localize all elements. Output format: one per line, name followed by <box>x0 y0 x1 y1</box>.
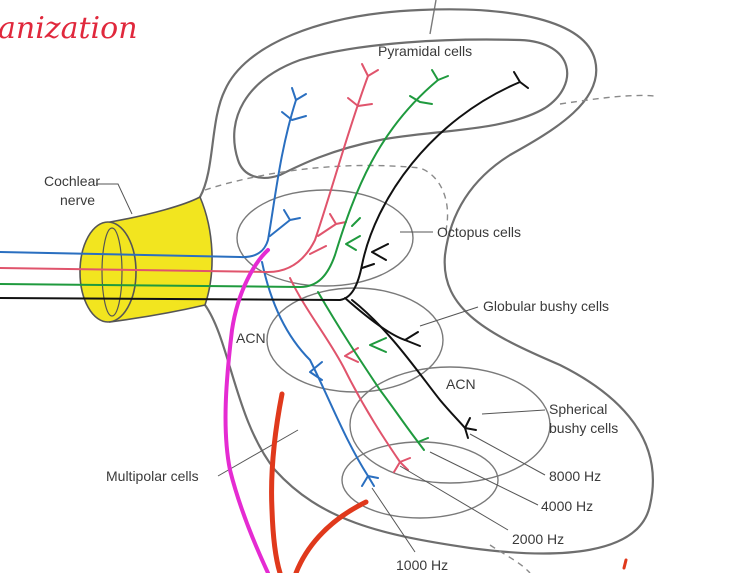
hz-1000-label: 1000 Hz <box>396 557 448 573</box>
acn-right-label: ACN <box>446 376 476 392</box>
fiber-2000hz <box>0 63 411 473</box>
multipolar-cells-label: Multipolar cells <box>106 468 199 484</box>
red-annotation-stroke-1 <box>269 391 285 573</box>
dcn-inner-outline <box>233 38 569 179</box>
acn-left-label: ACN <box>236 330 266 346</box>
handwritten-heading: anization <box>0 11 138 46</box>
cochlear-nerve-label-line2: nerve <box>60 192 95 208</box>
dashed-boundary-right <box>559 94 656 105</box>
fiber-1000hz <box>0 87 379 487</box>
hz-8000-leader <box>469 433 546 476</box>
spherical-region <box>349 366 551 484</box>
dashed-boundary-upper <box>204 164 449 231</box>
spherical-bushy-label-line1: Spherical <box>549 401 607 417</box>
hz-2000-label: 2000 Hz <box>512 531 564 547</box>
cochlear-nerve-leader <box>96 183 133 215</box>
globular-leader <box>419 306 479 327</box>
dashed-boundary-lower <box>489 544 531 573</box>
octopus-region <box>236 189 414 287</box>
hz-4000-label: 4000 Hz <box>541 498 593 514</box>
magenta-annotation-stroke <box>223 248 270 573</box>
fiber-4000hz <box>0 69 449 451</box>
spherical-leader <box>481 409 546 415</box>
hz-1000-leader <box>371 487 416 553</box>
globular-bushy-cells-label: Globular bushy cells <box>483 298 609 314</box>
top-tick-line <box>429 0 437 35</box>
spherical-bushy-label-line2: bushy cells <box>549 420 618 436</box>
cochlear-nerve-end <box>79 221 137 323</box>
nucleus-outline <box>199 8 655 555</box>
red-annotation-tick <box>622 558 628 570</box>
hz-2000-leader <box>399 465 509 531</box>
hz-4000-leader <box>429 451 539 506</box>
cochlear-nerve-label-line1: Cochlear <box>44 173 100 189</box>
octopus-cells-label: Octopus cells <box>437 224 521 240</box>
pyramidal-cells-label: Pyramidal cells <box>378 43 472 59</box>
red-annotation-stroke-2 <box>293 499 369 573</box>
hz-8000-label: 8000 Hz <box>549 468 601 484</box>
fiber-8000hz <box>0 71 529 439</box>
cochlear-nerve-inner <box>101 227 123 317</box>
